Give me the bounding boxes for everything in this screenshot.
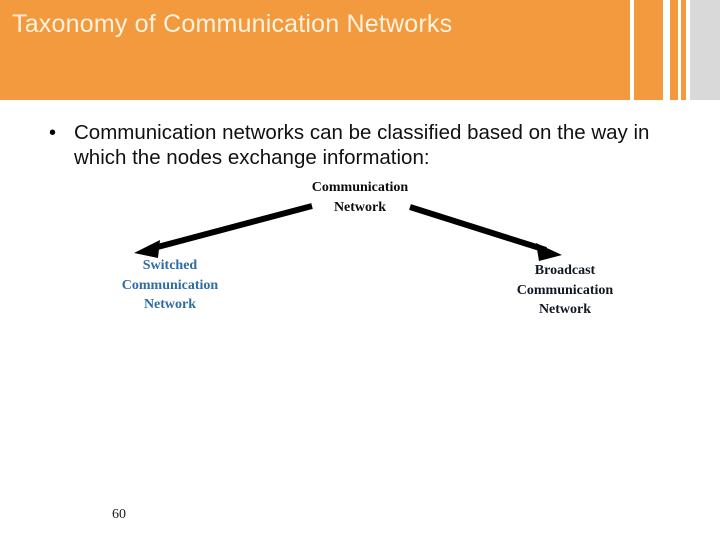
taxonomy-diagram: Communication Network Switched Communica… — [0, 170, 720, 330]
node-right-line2: Communication — [516, 282, 614, 298]
header-stripe-2 — [670, 0, 678, 100]
node-root-line1: Communication — [311, 180, 409, 195]
slide-header-band: Taxonomy of Communication Networks — [0, 0, 720, 100]
node-left-line3: Network — [143, 297, 197, 312]
node-switched-communication-network: Switched Communication Network — [90, 256, 250, 315]
header-stripe-1 — [634, 0, 663, 100]
list-item: • Communication networks can be classifi… — [44, 120, 658, 170]
node-right-line1: Broadcast — [534, 263, 596, 278]
slide-title: Taxonomy of Communication Networks — [12, 10, 453, 38]
bullet-item-text: Communication networks can be classified… — [74, 121, 650, 169]
header-gray-panel — [690, 0, 720, 100]
node-left-line1: Switched — [142, 258, 198, 273]
bullet-list: • Communication networks can be classifi… — [44, 120, 658, 170]
node-communication-network: Communication Network — [280, 178, 440, 217]
slide-page-number: 60 — [112, 507, 126, 522]
diagram-arrow-layer — [134, 203, 562, 261]
node-broadcast-communication-network: Broadcast Communication Network — [485, 261, 645, 320]
header-stripe-main — [0, 0, 630, 100]
arrow-root-to-switched — [134, 203, 313, 258]
node-right-line3: Network — [538, 302, 592, 317]
bullet-point-icon: • — [49, 122, 57, 144]
node-root-line2: Network — [333, 199, 387, 215]
node-left-line2: Communication — [121, 277, 219, 293]
arrow-root-to-broadcast — [409, 204, 562, 261]
header-stripe-3 — [681, 0, 686, 100]
